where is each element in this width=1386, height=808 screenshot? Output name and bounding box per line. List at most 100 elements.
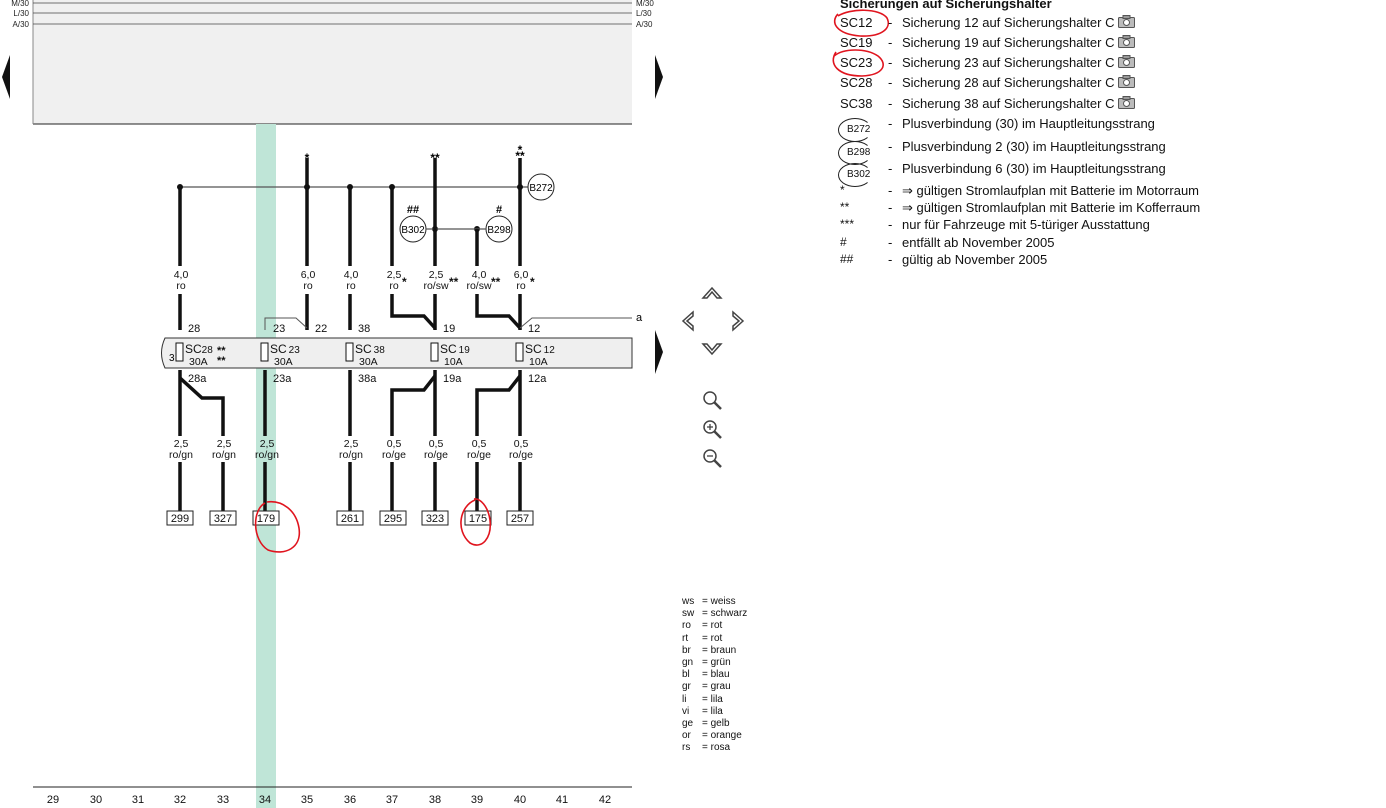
b302-note-mark: ## <box>407 204 419 216</box>
column-number: 35 <box>301 794 313 806</box>
column-number: 41 <box>556 794 568 806</box>
target-number[interactable]: 295 <box>384 513 402 525</box>
wire-note-mark: ** <box>449 275 459 289</box>
legend-desc: Sicherung 38 auf Sicherungshalter C <box>902 96 1136 111</box>
target-box[interactable] <box>252 510 280 526</box>
fuse-symbol <box>345 342 354 362</box>
legend-desc: Sicherung 12 auf Sicherungshalter C <box>902 15 1136 30</box>
wire-color-label: ro <box>346 280 355 292</box>
wire-size-label: 0,5 <box>472 438 487 450</box>
thin-wire-to-a <box>519 317 632 329</box>
color-code-row: or= orange <box>682 730 742 742</box>
legend-dash: - <box>888 161 893 176</box>
wire-size-label: 2,5 <box>217 438 232 450</box>
color-code-row: rt= rot <box>682 632 723 644</box>
legend-desc: nur für Fahrzeuge mit 5-türiger Ausstatt… <box>902 217 1150 232</box>
connector-b272-symbol <box>527 173 555 201</box>
wire-segment <box>390 294 437 330</box>
color-code-row: ge= gelb <box>682 718 730 730</box>
target-box[interactable] <box>379 510 407 526</box>
wire-size-label: 4,0 <box>174 269 189 281</box>
connector-b302-label: B302 <box>401 225 425 236</box>
wire-size-label: 2,5 <box>174 438 189 450</box>
connector-b272-label: B272 <box>529 183 553 194</box>
legend-desc: Sicherung 19 auf Sicherungshalter C <box>902 35 1136 50</box>
zoom-out-icon[interactable] <box>703 449 722 468</box>
legend-dash: - <box>888 35 893 50</box>
camera-icon[interactable] <box>1118 15 1136 28</box>
camera-icon[interactable] <box>1118 35 1136 48</box>
connector-symbol-icon: B298 <box>838 141 872 165</box>
annotation-circle-sc12 <box>833 9 889 37</box>
color-code-row: gr= grau <box>682 681 731 693</box>
scroll-right-arrow-icon[interactable] <box>655 55 663 99</box>
column-number-highlighted: 34 <box>259 794 271 806</box>
top-mark: * <box>518 143 523 157</box>
wire-color-label: ro <box>516 280 525 292</box>
camera-icon[interactable] <box>1118 75 1136 88</box>
column-number: 30 <box>90 794 102 806</box>
column-number: 42 <box>599 794 611 806</box>
note-symbol: *** <box>840 217 855 231</box>
annotation-circle-179 <box>254 501 301 553</box>
target-number[interactable]: 323 <box>426 513 444 525</box>
wire-size-label: 6,0 <box>301 269 316 281</box>
wire-color-label: ro/gn <box>212 449 236 461</box>
pin-number: 38a <box>358 373 377 385</box>
wire-size-label: 0,5 <box>387 438 402 450</box>
pan-right-arrow-icon[interactable] <box>732 310 745 332</box>
wire-size-label: 0,5 <box>514 438 529 450</box>
legend-dash: - <box>888 116 893 131</box>
scroll-right-arrow-lower-icon[interactable] <box>655 330 663 374</box>
legend-title: Sicherungen auf Sicherungshalter <box>840 0 1052 11</box>
target-box[interactable] <box>464 510 492 526</box>
wire-segment <box>178 376 225 436</box>
target-box[interactable] <box>421 510 449 526</box>
scroll-left-arrow-icon[interactable] <box>2 55 10 99</box>
wire-size-label: 4,0 <box>472 269 487 281</box>
camera-icon[interactable] <box>1118 96 1136 109</box>
target-number[interactable]: 299 <box>171 513 189 525</box>
color-code-row: ws= weiss <box>682 596 736 607</box>
legend-desc: Sicherung 28 auf Sicherungshalter C <box>902 75 1136 90</box>
target-number[interactable]: 175 <box>469 513 487 525</box>
wire-note-mark: * <box>402 275 407 289</box>
legend-desc: gültig ab November 2005 <box>902 252 1048 267</box>
zoom-reset-icon[interactable] <box>703 391 722 410</box>
fuse-rating: 30A <box>189 356 208 368</box>
legend-code: SC19 <box>840 35 873 50</box>
color-code-row: gn= grün <box>682 657 731 669</box>
column-number: 40 <box>514 794 526 806</box>
wire-size-label: 0,5 <box>429 438 444 450</box>
wire-note-mark: ** <box>491 275 501 289</box>
legend-dash: - <box>888 55 893 70</box>
connector-symbol-icon: B272 <box>838 118 872 142</box>
target-box[interactable] <box>166 510 194 526</box>
pan-left-arrow-icon[interactable] <box>681 310 694 332</box>
target-box[interactable] <box>506 510 534 526</box>
lower-wires <box>178 370 522 512</box>
side-label-a: a <box>636 312 643 324</box>
fuse-holder-bar <box>161 337 633 369</box>
target-box[interactable] <box>209 510 237 526</box>
wire-segment <box>390 374 437 436</box>
pan-up-arrow-icon[interactable] <box>701 286 723 299</box>
target-number[interactable]: 257 <box>511 513 529 525</box>
legend-desc: Plusverbindung (30) im Hauptleitungsstra… <box>902 116 1155 131</box>
fuse-rating: 10A <box>529 356 548 368</box>
camera-icon[interactable] <box>1118 55 1136 68</box>
pin-number: 28 <box>188 323 200 335</box>
target-number[interactable]: 327 <box>214 513 232 525</box>
diagram-header-area <box>33 0 632 124</box>
wire-color-legend: ws= weiss sw= schwarz ro= rot rt= rot br… <box>682 596 747 755</box>
target-number[interactable]: 179 <box>257 513 275 525</box>
legend-dash: - <box>888 139 893 154</box>
header-label-right-a30: A/30 <box>636 20 653 29</box>
target-box[interactable] <box>336 510 364 526</box>
pan-down-arrow-icon[interactable] <box>701 343 723 356</box>
zoom-in-icon[interactable] <box>703 420 722 439</box>
target-number[interactable]: 261 <box>341 513 359 525</box>
header-label-left-m30: M/30 <box>11 0 29 8</box>
pin-number: 23a <box>273 373 292 385</box>
